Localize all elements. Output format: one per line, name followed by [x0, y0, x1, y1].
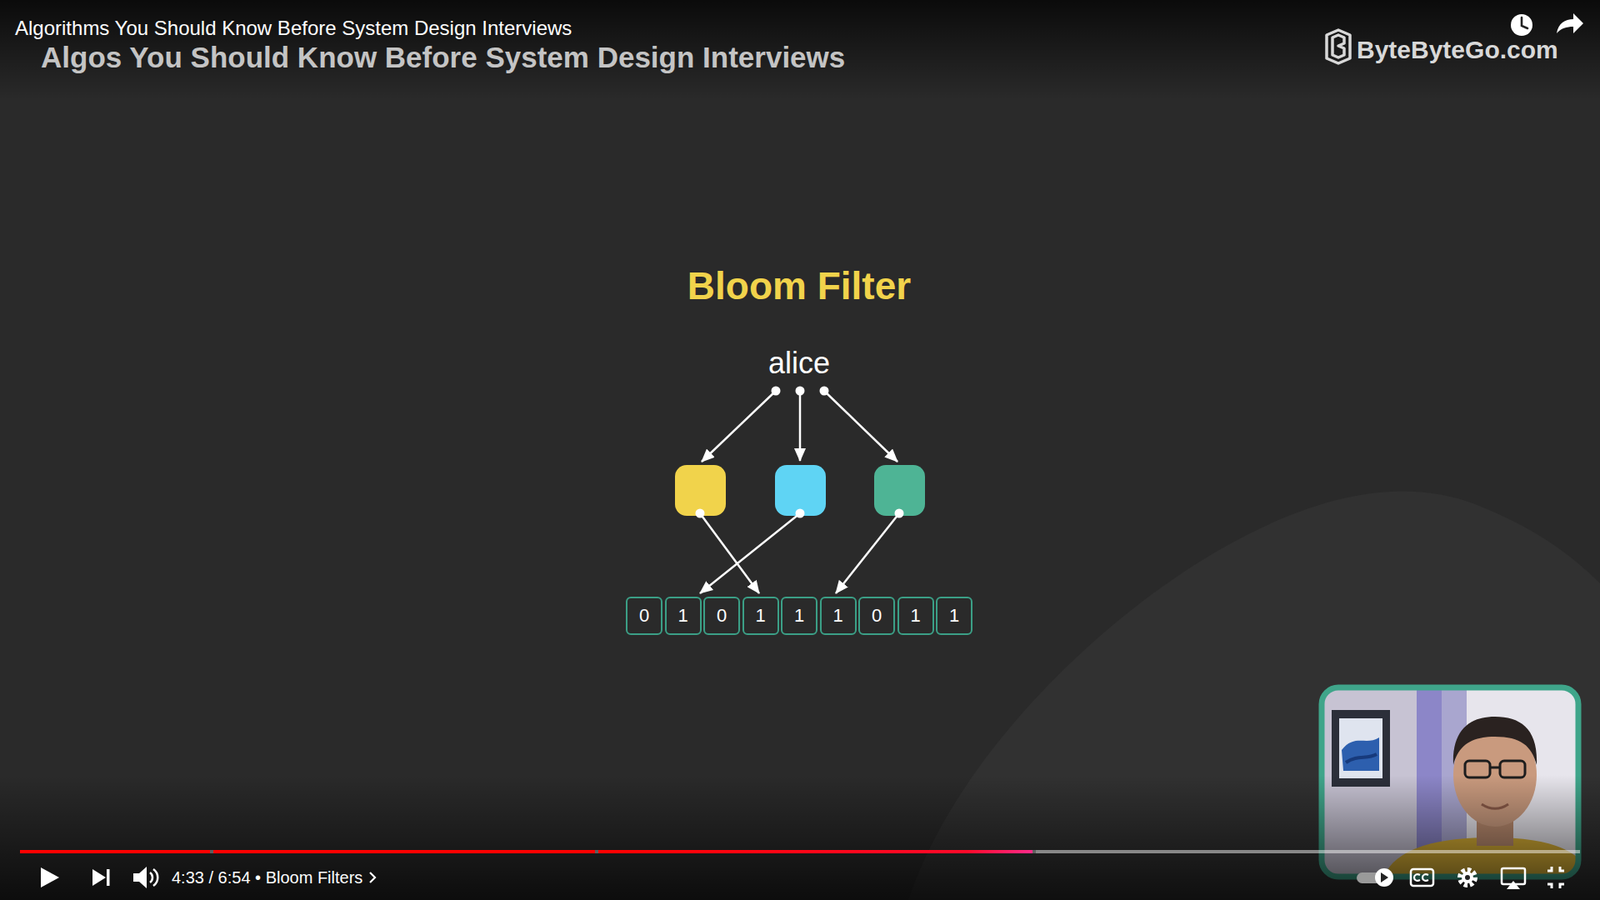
bit-value: 0 — [871, 605, 882, 627]
bit-cell: 1 — [935, 596, 973, 635]
bit-value: 0 — [716, 605, 727, 627]
bit-cell: 1 — [897, 596, 935, 635]
bit-value: 1 — [755, 605, 765, 627]
video-title: Algorithms You Should Know Before System… — [15, 16, 572, 40]
bit-cell: 0 — [858, 596, 895, 635]
bit-value: 1 — [832, 605, 843, 627]
bit-cell: 1 — [820, 596, 857, 635]
progress-played — [20, 850, 210, 854]
time-chapter: 4:33 / 6:54 • Bloom Filters — [171, 868, 363, 888]
next-icon — [92, 869, 110, 886]
bit-value: 0 — [639, 605, 650, 627]
bit-cell: 1 — [742, 596, 780, 635]
hash-arrows — [701, 390, 898, 462]
settings-icon — [1460, 870, 1475, 885]
bit-cell: 1 — [665, 596, 702, 635]
captions-icon — [1410, 869, 1434, 886]
slide-title: Algos You Should Know Before System Desi… — [40, 40, 845, 75]
hash-square — [675, 465, 726, 516]
share-icon — [1556, 13, 1584, 34]
bit-value: 1 — [910, 605, 920, 627]
bit-cell: 1 — [780, 596, 818, 635]
input-key: alice — [768, 345, 830, 380]
bit-value: 1 — [949, 605, 960, 627]
bit-arrows — [700, 513, 900, 594]
bit-value: 1 — [794, 605, 805, 627]
progress-played — [213, 850, 595, 854]
autoplay-toggle — [1356, 868, 1394, 887]
progress-buffer — [1035, 850, 1580, 854]
chapter-chevron — [367, 869, 378, 886]
hash-square — [775, 465, 826, 516]
brand-logo-text: ByteByteGo.com — [1356, 35, 1559, 65]
square-dots — [695, 509, 905, 519]
source-dots — [771, 386, 830, 396]
volume-icon — [133, 866, 158, 889]
progress-played — [598, 850, 1033, 854]
hash-square — [874, 465, 925, 516]
logo-icon — [1326, 30, 1350, 64]
bit-cell: 0 — [703, 596, 740, 635]
progress-track — [20, 850, 1580, 854]
top-shade — [0, 0, 1600, 100]
bit-cell: 0 — [625, 596, 663, 635]
bit-value: 1 — [677, 605, 688, 627]
cast-icon — [1501, 868, 1525, 890]
diagram-title: Bloom Filter — [687, 264, 911, 309]
play-icon — [40, 867, 60, 888]
clock-icon — [1510, 14, 1533, 36]
exit-fullscreen-icon — [1547, 866, 1565, 889]
bottom-shade — [0, 775, 1600, 900]
